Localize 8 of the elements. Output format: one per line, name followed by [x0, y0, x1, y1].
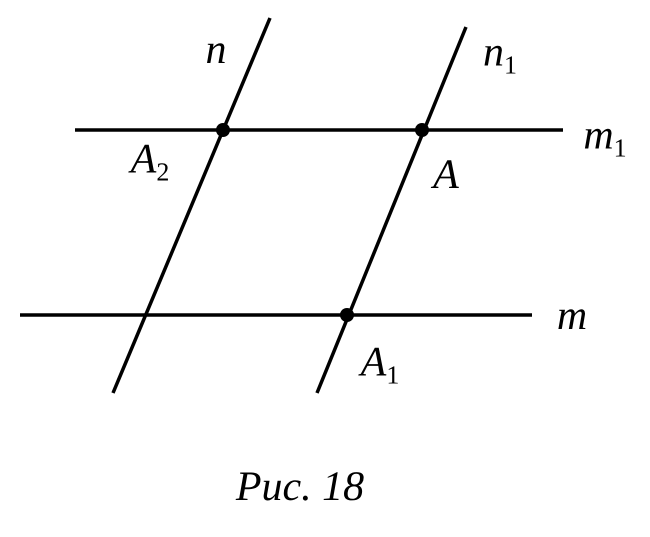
line-label: n$_{1}$	[483, 32, 517, 78]
point-label: A$_{2}$	[130, 138, 170, 186]
point-label: A	[433, 154, 459, 196]
figure-caption: Рис. 18	[236, 466, 364, 508]
line-label: n	[206, 29, 226, 71]
line-label: m	[556, 295, 588, 337]
point-label: A$_{1}$	[360, 342, 400, 388]
line-label: m$_{1}$	[583, 114, 627, 162]
